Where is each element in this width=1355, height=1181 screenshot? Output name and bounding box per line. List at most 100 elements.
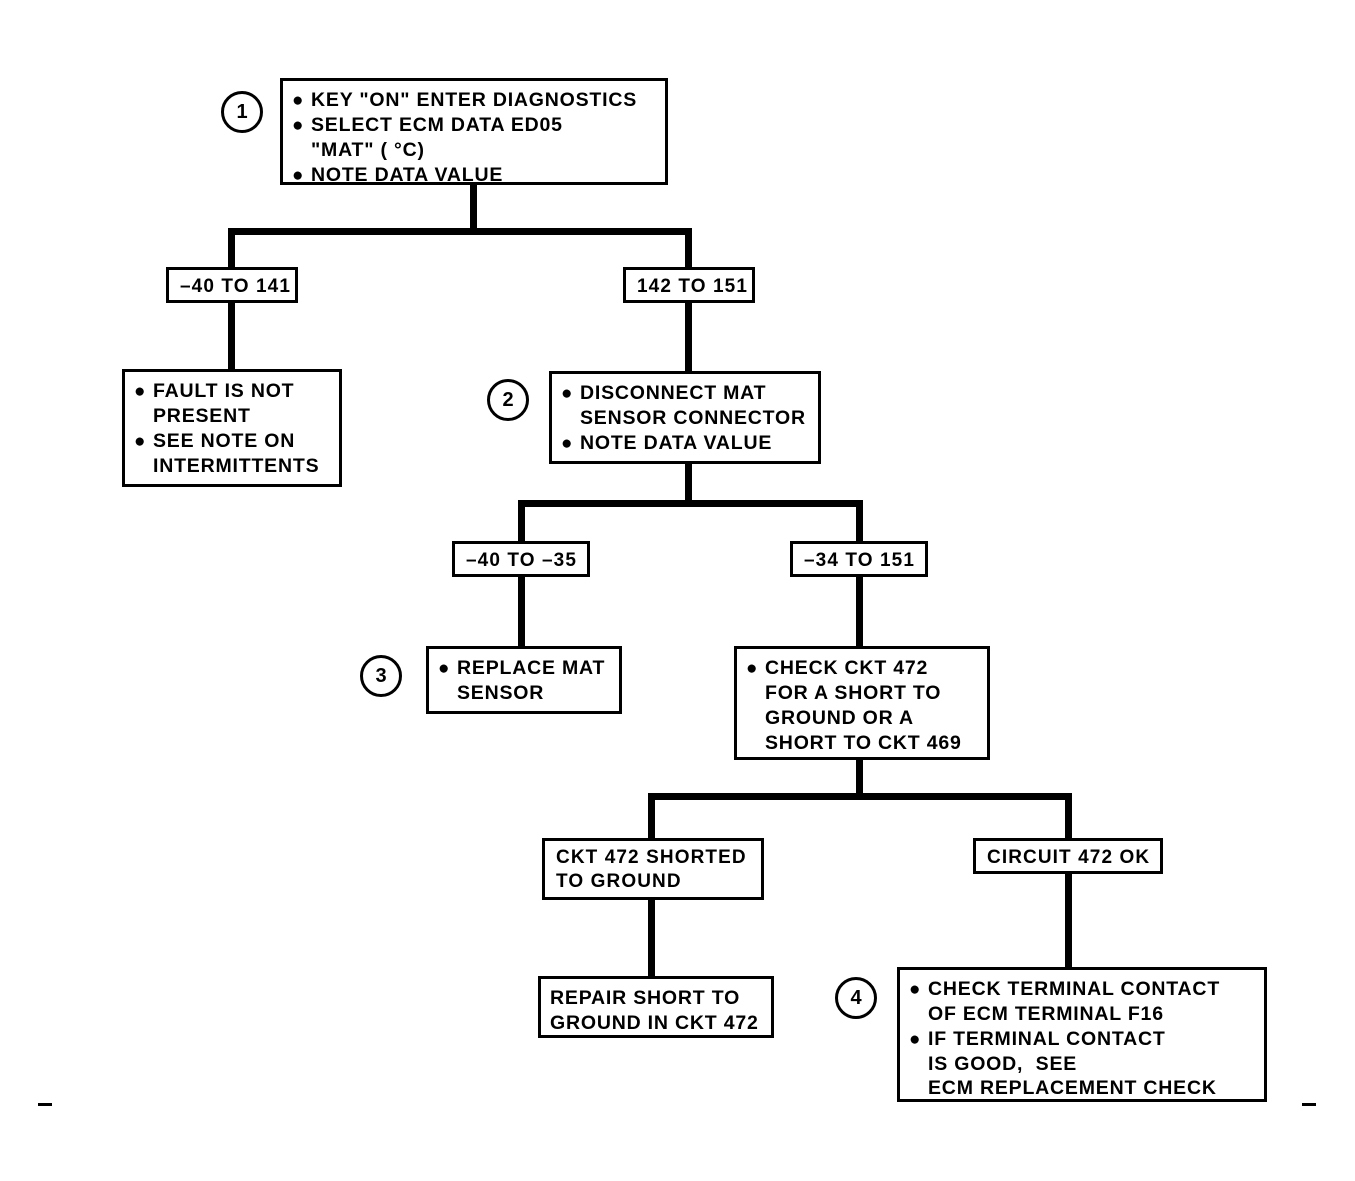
node-line-text: TO GROUND bbox=[556, 871, 682, 892]
node-line: –40 TO –35 bbox=[466, 549, 576, 573]
node-branch-a-right-content: 142 TO 151 bbox=[626, 270, 752, 304]
node-step1[interactable]: ● KEY "ON" ENTER DIAGNOSTICS ● SELECT EC… bbox=[280, 78, 668, 186]
node-line-text: SHORT TO CKT 469 bbox=[765, 732, 962, 754]
bullet-icon: ● bbox=[292, 165, 305, 186]
connector-drop-1-right bbox=[685, 228, 692, 273]
bullet-icon-placeholder: ● bbox=[134, 454, 153, 479]
node-branch-a-left[interactable]: –40 TO 141 bbox=[166, 267, 298, 303]
connector-branchB-left-stem bbox=[518, 575, 525, 647]
node-line: ● NOTE DATA VALUE bbox=[561, 431, 808, 456]
connector-step2-stem bbox=[685, 464, 692, 506]
bullet-icon: ● bbox=[292, 90, 305, 111]
node-line-text: ECM REPLACEMENT CHECK bbox=[928, 1077, 1217, 1099]
node-line-text: CIRCUIT 472 OK bbox=[987, 847, 1151, 868]
node-line: 142 TO 151 bbox=[637, 275, 747, 299]
node-line-text: CHECK CKT 472 bbox=[765, 657, 929, 679]
node-line: ● SEE NOTE ON bbox=[134, 429, 329, 454]
bullet-icon-placeholder: ● bbox=[134, 404, 153, 429]
connector-branchB-right-stem bbox=[856, 575, 863, 647]
bullet-icon-placeholder: ● bbox=[746, 681, 765, 706]
node-line: ● INTERMITTENTS bbox=[134, 454, 329, 479]
node-line: GROUND IN CKT 472 bbox=[550, 1011, 761, 1036]
node-line-text: CHECK TERMINAL CONTACT bbox=[928, 978, 1221, 1000]
node-line: ● IF TERMINAL CONTACT bbox=[909, 1027, 1254, 1052]
bullet-icon: ● bbox=[438, 658, 451, 679]
node-branch-b-left[interactable]: –40 TO –35 bbox=[452, 541, 590, 577]
node-line-text: REPLACE MAT bbox=[457, 657, 606, 679]
node-line: ● NOTE DATA VALUE bbox=[292, 163, 655, 188]
node-branch-c-right[interactable]: CIRCUIT 472 OK bbox=[973, 838, 1163, 874]
node-line-text: NOTE DATA VALUE bbox=[580, 432, 773, 454]
node-line: ● GROUND OR A bbox=[746, 706, 977, 731]
connector-drop-3-left bbox=[648, 793, 655, 838]
node-line: CIRCUIT 472 OK bbox=[987, 846, 1149, 870]
node-line-text: 142 TO 151 bbox=[637, 276, 749, 297]
node-step4-content: ● CHECK TERMINAL CONTACT ● OF ECM TERMIN… bbox=[900, 970, 1264, 1109]
connector-drop-2-right bbox=[856, 500, 863, 546]
node-line: ● SENSOR CONNECTOR bbox=[561, 406, 808, 431]
node-fault-not-present-content: ● FAULT IS NOT ● PRESENT ● SEE NOTE ON ●… bbox=[125, 372, 339, 486]
connector-branchA-right-stem bbox=[685, 300, 692, 372]
node-line-text: DISCONNECT MAT bbox=[580, 382, 767, 404]
node-step1-content: ● KEY "ON" ENTER DIAGNOSTICS ● SELECT EC… bbox=[283, 81, 665, 195]
node-line-text: SELECT ECM DATA ED05 bbox=[311, 114, 563, 136]
node-line-text: KEY "ON" ENTER DIAGNOSTICS bbox=[311, 89, 638, 111]
step-marker-4: 4 bbox=[835, 977, 877, 1019]
bullet-icon-placeholder: ● bbox=[909, 1052, 928, 1077]
node-line: ● SHORT TO CKT 469 bbox=[746, 731, 977, 756]
bullet-icon-placeholder: ● bbox=[438, 681, 457, 706]
connector-branchC-left-stem bbox=[648, 900, 655, 978]
bullet-icon-placeholder: ● bbox=[909, 1077, 928, 1102]
node-line-text: REPAIR SHORT TO bbox=[550, 987, 741, 1009]
node-step3-content: ● REPLACE MAT ● SENSOR bbox=[429, 649, 619, 713]
node-repair-short-content: REPAIR SHORT TO GROUND IN CKT 472 bbox=[541, 979, 771, 1043]
node-step4[interactable]: ● CHECK TERMINAL CONTACT ● OF ECM TERMIN… bbox=[897, 967, 1267, 1102]
connector-split-2 bbox=[518, 500, 863, 507]
node-branch-b-left-content: –40 TO –35 bbox=[455, 544, 587, 578]
node-line: ● FAULT IS NOT bbox=[134, 379, 329, 404]
node-line: ● OF ECM TERMINAL F16 bbox=[909, 1002, 1254, 1027]
connector-split-3 bbox=[648, 793, 1072, 800]
bullet-icon: ● bbox=[561, 433, 574, 454]
node-line-text: SENSOR bbox=[457, 682, 545, 704]
node-branch-c-right-content: CIRCUIT 472 OK bbox=[976, 841, 1160, 875]
node-check-ckt-472[interactable]: ● CHECK CKT 472 ● FOR A SHORT TO ● GROUN… bbox=[734, 646, 990, 760]
node-line-text: NOTE DATA VALUE bbox=[311, 164, 504, 186]
connector-check472-stem bbox=[856, 756, 863, 798]
node-repair-short[interactable]: REPAIR SHORT TO GROUND IN CKT 472 bbox=[538, 976, 774, 1038]
bullet-icon: ● bbox=[561, 383, 574, 404]
connector-branchC-right-stem bbox=[1065, 872, 1072, 977]
registration-tick-left bbox=[38, 1103, 52, 1106]
node-line-text: "MAT" ( °C) bbox=[311, 139, 425, 161]
bullet-icon-placeholder: ● bbox=[746, 731, 765, 756]
node-branch-c-left-content: CKT 472 SHORTED TO GROUND bbox=[545, 841, 761, 899]
node-fault-not-present[interactable]: ● FAULT IS NOT ● PRESENT ● SEE NOTE ON ●… bbox=[122, 369, 342, 487]
node-branch-b-right[interactable]: –34 TO 151 bbox=[790, 541, 928, 577]
node-line-text: GROUND IN CKT 472 bbox=[550, 1012, 759, 1034]
node-line-text: SEE NOTE ON bbox=[153, 430, 296, 452]
node-step3[interactable]: ● REPLACE MAT ● SENSOR bbox=[426, 646, 622, 714]
node-line: ● FOR A SHORT TO bbox=[746, 681, 977, 706]
node-branch-a-right[interactable]: 142 TO 151 bbox=[623, 267, 755, 303]
step-marker-2: 2 bbox=[487, 379, 529, 421]
node-step2-content: ● DISCONNECT MAT ● SENSOR CONNECTOR ● NO… bbox=[552, 374, 818, 463]
node-line: ● PRESENT bbox=[134, 404, 329, 429]
node-line-text: INTERMITTENTS bbox=[153, 455, 320, 477]
node-step2[interactable]: ● DISCONNECT MAT ● SENSOR CONNECTOR ● NO… bbox=[549, 371, 821, 464]
bullet-icon: ● bbox=[746, 658, 759, 679]
node-line: –40 TO 141 bbox=[180, 275, 290, 299]
node-line: CKT 472 SHORTED bbox=[556, 846, 750, 870]
node-line-text: IF TERMINAL CONTACT bbox=[928, 1028, 1166, 1050]
node-line-text: FAULT IS NOT bbox=[153, 380, 295, 402]
registration-tick-right bbox=[1302, 1103, 1316, 1106]
node-line-text: PRESENT bbox=[153, 405, 251, 427]
node-line: ● KEY "ON" ENTER DIAGNOSTICS bbox=[292, 88, 655, 113]
node-branch-b-right-content: –34 TO 151 bbox=[793, 544, 925, 578]
connector-step1-stem bbox=[470, 182, 477, 232]
node-line: –34 TO 151 bbox=[804, 549, 914, 573]
step-marker-1: 1 bbox=[221, 91, 263, 133]
connector-drop-2-left bbox=[518, 500, 525, 546]
node-line-text: CKT 472 SHORTED bbox=[556, 847, 747, 868]
node-branch-c-left[interactable]: CKT 472 SHORTED TO GROUND bbox=[542, 838, 764, 900]
